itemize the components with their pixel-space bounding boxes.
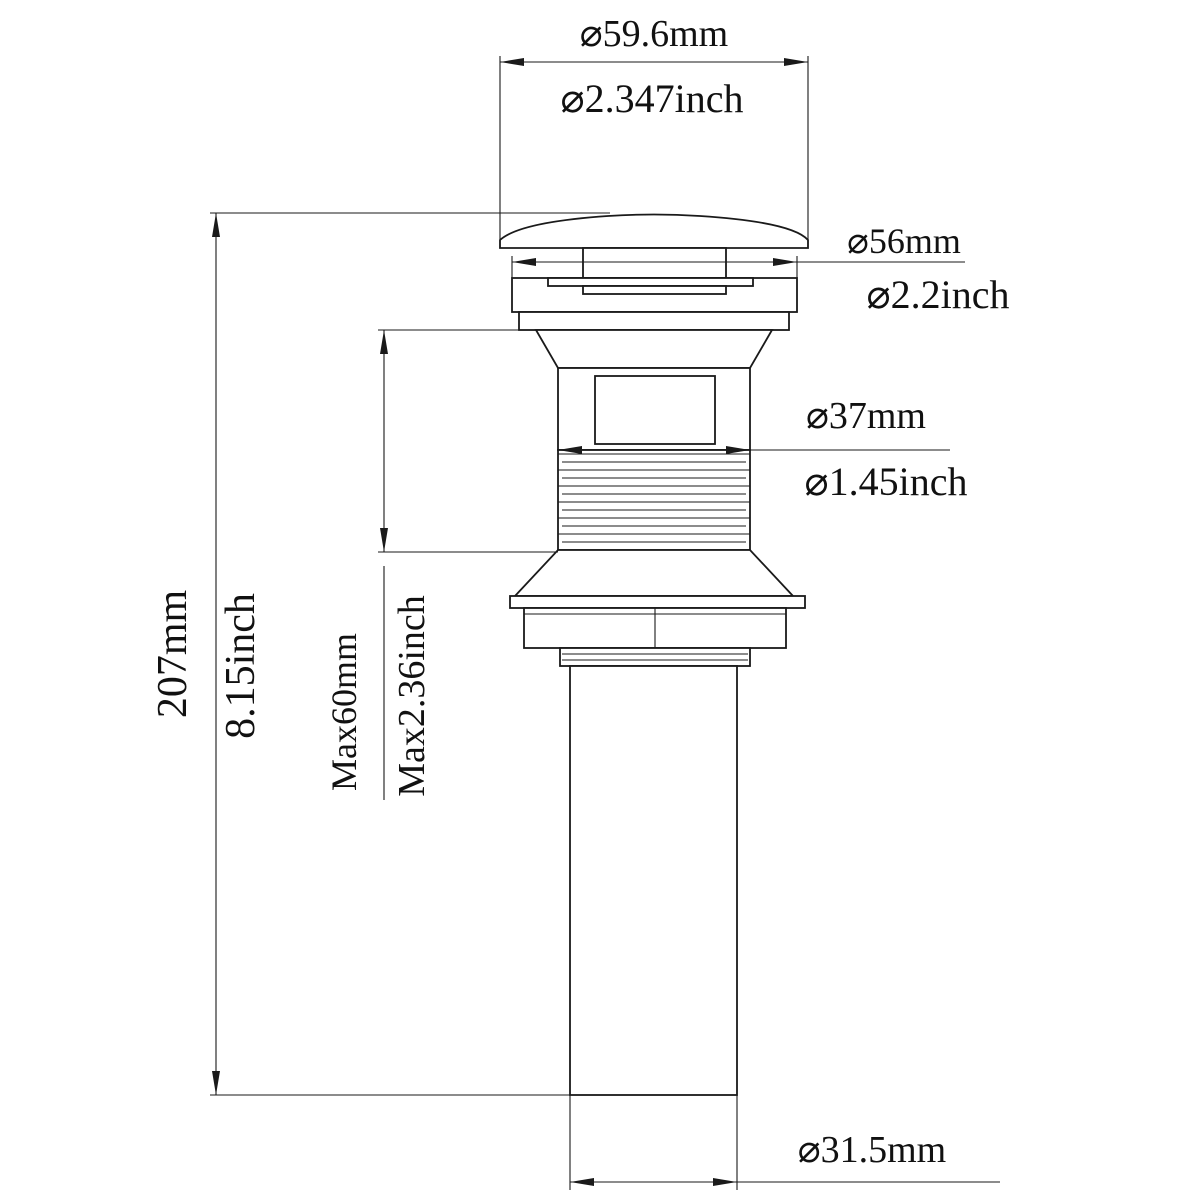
total-height-mm-label: 207mm [150, 590, 196, 719]
tail-diameter-mm-label: ⌀31.5mm [798, 1129, 947, 1171]
tail-diameter-dimension-line [569, 1095, 1000, 1190]
flange-diameter-mm-label: ⌀56mm [847, 221, 961, 261]
total-height-dimension-line [210, 212, 610, 1096]
flange-diameter-inch-label: ⌀2.2inch [867, 272, 1010, 317]
upper-cone [534, 329, 774, 369]
drain-body [499, 213, 809, 1096]
dome-cap [499, 213, 809, 249]
max-thickness-inch-label: Max2.36inch [391, 595, 433, 797]
thread-diameter-dimension-line [558, 446, 950, 454]
cap-diameter-mm-label: ⌀59.6mm [580, 13, 729, 55]
flange-diameter-dimension-line [511, 256, 965, 278]
tail-pipe [569, 665, 738, 1096]
lower-thread-ring [559, 647, 751, 667]
thread-diameter-mm-label: ⌀37mm [806, 395, 926, 437]
overflow-window [594, 375, 716, 445]
washer [509, 595, 806, 609]
cap-stem [582, 247, 727, 279]
thread-lines [558, 453, 750, 543]
cap-diameter-inch-label: ⌀2.347inch [561, 76, 744, 121]
total-height-inch-label: 8.15inch [218, 593, 264, 739]
thread-diameter-inch-label: ⌀1.45inch [805, 459, 968, 504]
max-thickness-mm-label: Max60mm [324, 633, 364, 791]
max-thickness-dimension-line [378, 329, 558, 800]
cap-diameter-dimension-line [499, 56, 809, 248]
flange-base [518, 311, 790, 331]
lower-cone [512, 549, 796, 597]
threaded-section [557, 449, 751, 551]
